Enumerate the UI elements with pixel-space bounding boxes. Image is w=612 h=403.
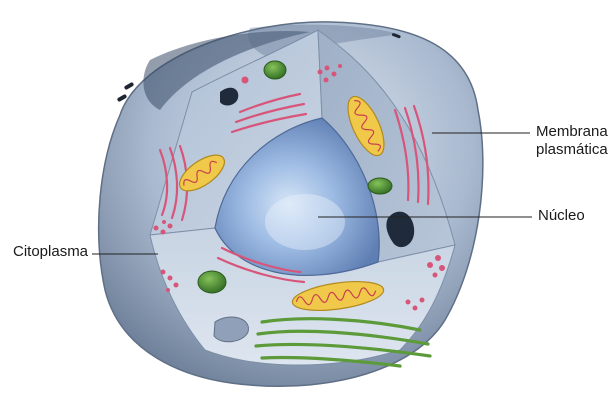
membrane-pit	[214, 317, 248, 342]
membrana-label-line1: Membrana	[536, 123, 608, 141]
citoplasma-label: Citoplasma	[13, 243, 88, 261]
nucleo-label: Núcleo	[538, 207, 585, 225]
membrana-plasmatica-label: Membrana plasmática	[536, 123, 608, 159]
membrana-label-line2: plasmática	[536, 141, 608, 159]
